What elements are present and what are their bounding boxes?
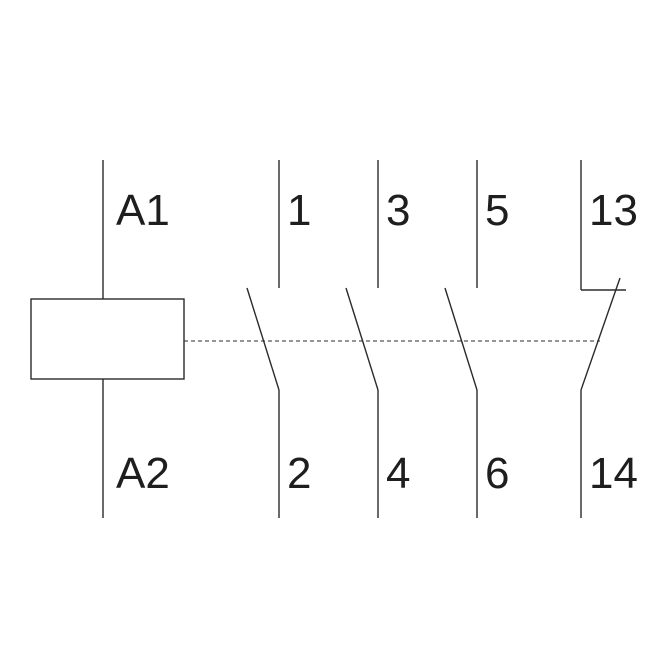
main-contact-3-top-terminal-label: 5 <box>485 186 509 235</box>
main-contact-3: 5 6 <box>444 160 509 518</box>
main-contact-1-switch-blade <box>246 287 280 391</box>
auxiliary-contact: 13 14 <box>580 160 638 518</box>
main-contact-2-switch-blade <box>345 287 379 391</box>
main-contact-2-bottom-terminal-label: 4 <box>386 449 410 498</box>
main-contact-3-switch-blade <box>444 287 478 391</box>
coil-terminal-a2-label: A2 <box>116 449 170 498</box>
coil-symbol <box>30 298 185 380</box>
main-contact-2-top-terminal-label: 3 <box>386 186 410 235</box>
auxiliary-contact-top-terminal-label: 13 <box>589 186 638 235</box>
main-contact-1: 1 2 <box>246 160 311 518</box>
main-contact-1-bottom-terminal-label: 2 <box>287 449 311 498</box>
coil: A1 A2 <box>30 160 185 518</box>
main-contact-3-bottom-terminal-label: 6 <box>485 449 509 498</box>
coil-terminal-a1-label: A1 <box>116 186 170 235</box>
main-contact-2: 3 4 <box>345 160 410 518</box>
auxiliary-contact-switch-blade <box>580 277 621 391</box>
auxiliary-contact-bottom-terminal-label: 14 <box>589 449 638 498</box>
main-contact-1-top-terminal-label: 1 <box>287 186 311 235</box>
